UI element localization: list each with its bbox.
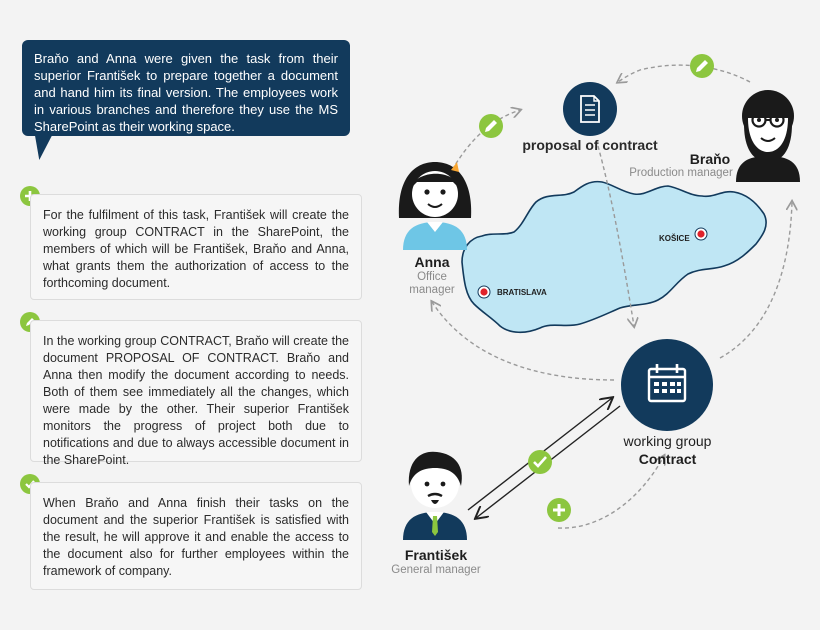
working-group-label-line2: Contract	[638, 451, 697, 467]
step-3: When Braňo and Anna finish their tasks o…	[30, 482, 362, 590]
brano-role: Production manager	[629, 167, 733, 179]
anna-role-line2: manager	[409, 284, 455, 296]
city-kosice: KOŠICE	[659, 234, 690, 243]
pencil-icon	[479, 114, 503, 138]
frantisek-avatar	[403, 451, 467, 540]
step-3-text: When Braňo and Anna finish their tasks o…	[43, 496, 349, 578]
step-1-text: For the fulfilment of this task, Františ…	[43, 208, 349, 290]
step-1: For the fulfilment of this task, Františ…	[30, 194, 362, 300]
intro-text: Braňo and Anna were given the task from …	[34, 51, 338, 134]
plus-icon	[547, 498, 571, 522]
flow-arrow-proposal-group	[597, 145, 634, 326]
working-group-label-line1: working group	[623, 433, 712, 449]
kosice-pin	[694, 227, 708, 241]
bratislava-pin	[477, 285, 491, 299]
check-icon	[528, 450, 552, 474]
step-2: In the working group CONTRACT, Braňo wil…	[30, 320, 362, 467]
frantisek-role: General manager	[391, 564, 481, 576]
city-bratislava: BRATISLAVA	[497, 288, 547, 297]
flow-arrow-brano-proposal	[618, 64, 751, 82]
step-2-text: In the working group CONTRACT, Braňo wil…	[43, 334, 349, 467]
calendar-icon	[621, 339, 713, 431]
pencil-icon	[690, 54, 714, 78]
anna-role-line1: Office	[417, 271, 447, 283]
brano-name: Braňo	[689, 151, 731, 167]
brano-avatar	[736, 90, 800, 182]
flow-arrow-group-brano	[719, 202, 792, 359]
intro-bubble: Braňo and Anna were given the task from …	[22, 40, 350, 136]
flow-arrow-frantisek-group	[557, 456, 664, 529]
anna-avatar	[398, 162, 472, 250]
slovakia-map	[461, 180, 767, 334]
frantisek-name: František	[404, 547, 468, 563]
document-icon	[563, 82, 617, 136]
proposal-label: proposal of contract	[522, 137, 658, 153]
flow-arrow-group-anna	[432, 302, 615, 381]
flow-arrow-anna-proposal	[451, 110, 520, 171]
anna-name: Anna	[414, 254, 450, 270]
